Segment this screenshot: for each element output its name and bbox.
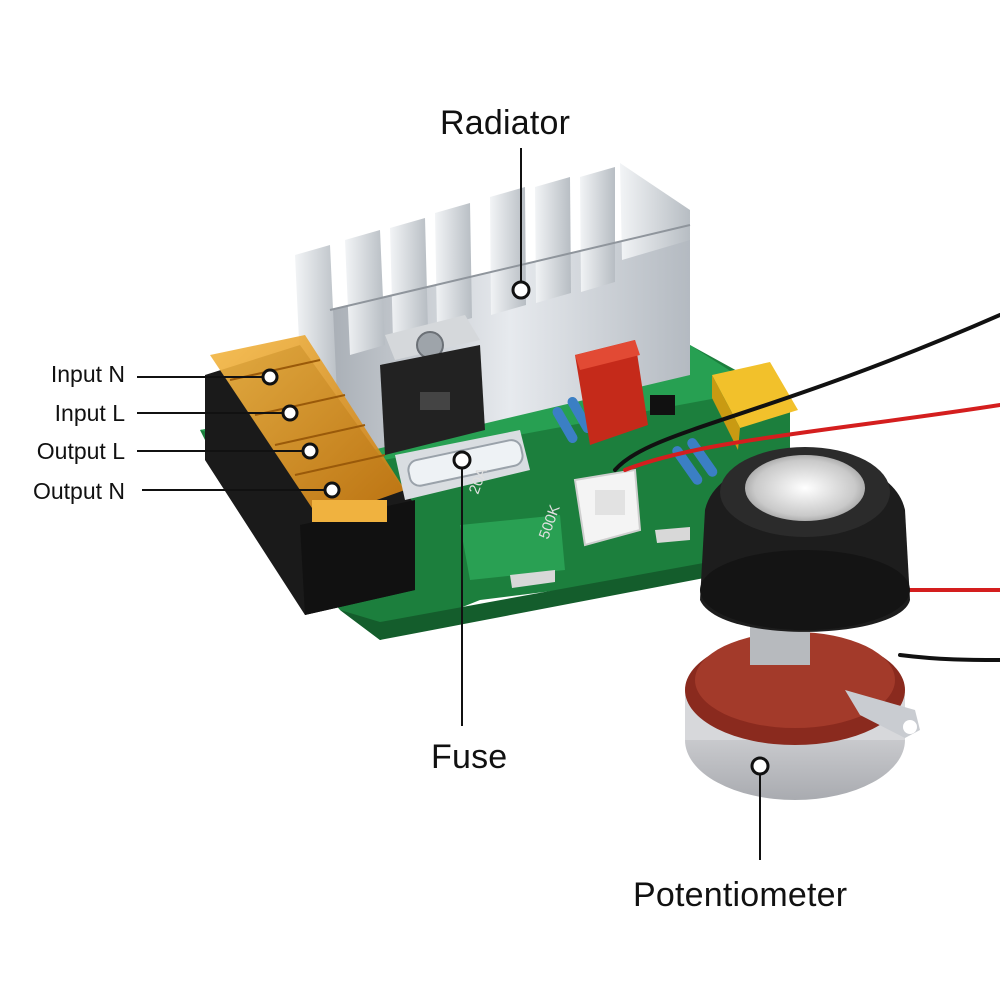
radiator-callout-dot [511, 280, 531, 300]
potentiometer [685, 447, 920, 800]
fuse-label: Fuse [431, 738, 508, 776]
callout-lines [137, 148, 761, 860]
triac [380, 315, 485, 455]
output-l-callout-dot [301, 442, 319, 460]
input-n-label: Input N [50, 361, 125, 387]
input-n-callout-dot [261, 368, 279, 386]
output-n-callout-dot [323, 481, 341, 499]
radiator-label: Radiator [440, 104, 571, 142]
input-l-label: Input L [54, 400, 125, 426]
capacitors [575, 340, 798, 450]
wires [613, 313, 1000, 662]
input-l-callout-dot [281, 404, 299, 422]
callout-dots [261, 280, 770, 776]
fuse-callout-dot [452, 450, 472, 470]
connector [573, 468, 642, 547]
potentiometer-callout-dot [750, 756, 770, 776]
output-l-label: Output L [36, 438, 125, 464]
potentiometer-label: Potentiometer [633, 876, 848, 914]
output-n-label: Output N [32, 478, 125, 504]
resistors [552, 397, 718, 485]
